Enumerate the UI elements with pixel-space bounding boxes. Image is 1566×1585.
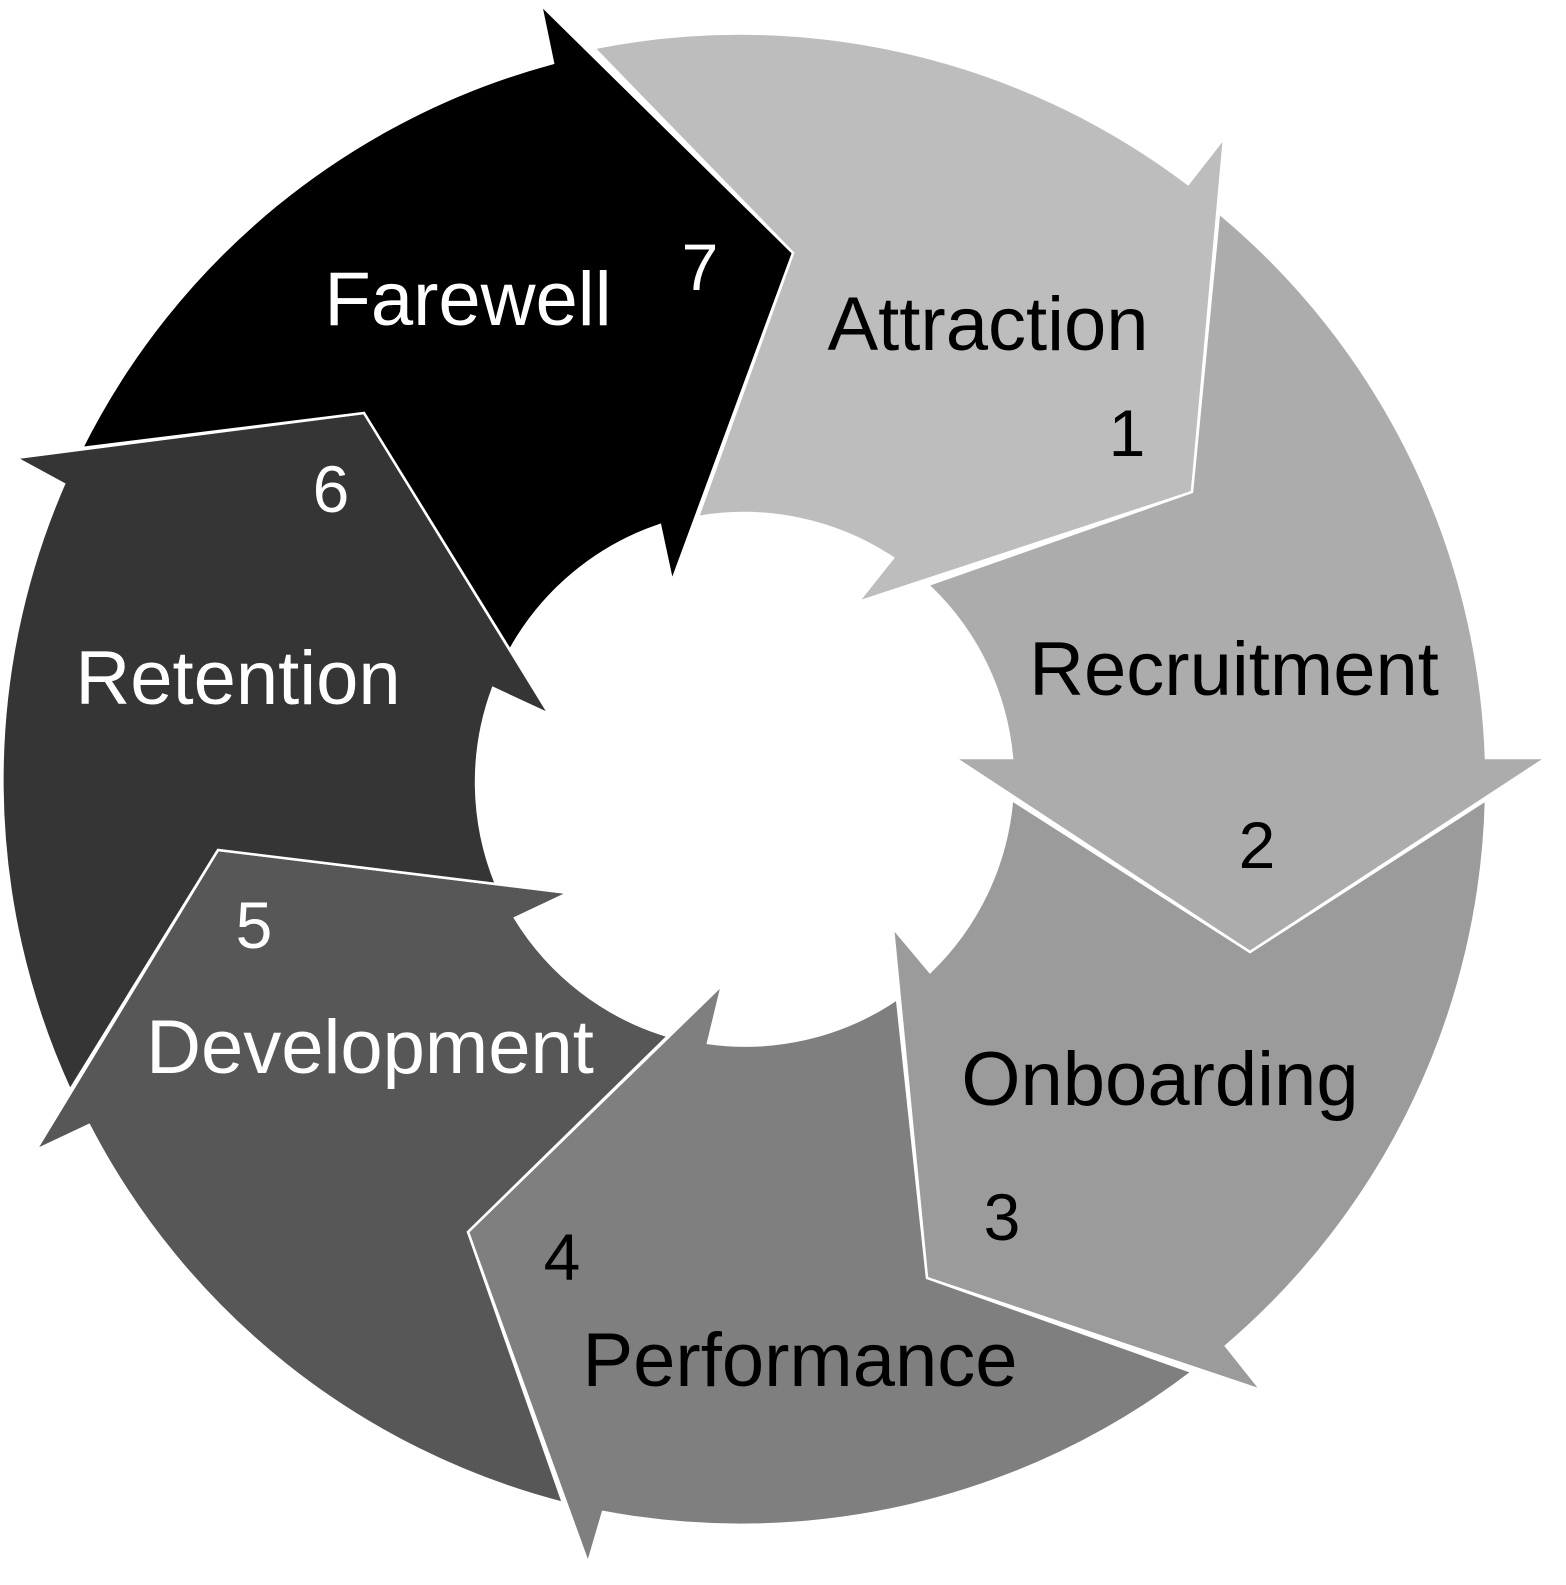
segment-recruitment-arrow (925, 210, 1551, 954)
segment-farewell-arrow (79, 1, 795, 653)
segment-recruitment-number: 2 (1239, 808, 1276, 882)
segment-onboarding: Onboarding 3 (891, 797, 1488, 1393)
segment-onboarding-arrow (891, 797, 1488, 1393)
segment-performance-number: 4 (544, 1220, 581, 1294)
segment-retention-arrow (1, 411, 553, 1093)
segment-retention-label: Retention (75, 636, 400, 721)
segment-onboarding-label: Onboarding (961, 1037, 1358, 1122)
segment-attraction: Attraction 1 (591, 32, 1226, 605)
segment-retention-number: 6 (313, 452, 350, 526)
segment-farewell: Farewell 7 (79, 1, 795, 653)
segment-attraction-number: 1 (1109, 396, 1146, 470)
segment-development-number: 5 (236, 888, 273, 962)
segment-attraction-arrow (591, 32, 1226, 605)
segment-farewell-number: 7 (682, 230, 719, 304)
segment-performance: Performance 4 (466, 981, 1195, 1568)
segment-performance-arrow (466, 981, 1195, 1568)
segment-attraction-label: Attraction (827, 282, 1148, 367)
segment-farewell-label: Farewell (324, 257, 611, 342)
segment-development-label: Development (146, 1005, 594, 1090)
segment-onboarding-number: 3 (984, 1180, 1021, 1254)
segment-recruitment: Recruitment 2 (925, 210, 1551, 954)
segment-development: Development 5 (32, 848, 671, 1505)
segment-performance-label: Performance (582, 1318, 1017, 1403)
segment-retention: Retention 6 (1, 411, 553, 1093)
segment-recruitment-label: Recruitment (1029, 627, 1439, 712)
segment-development-arrow (32, 848, 671, 1505)
